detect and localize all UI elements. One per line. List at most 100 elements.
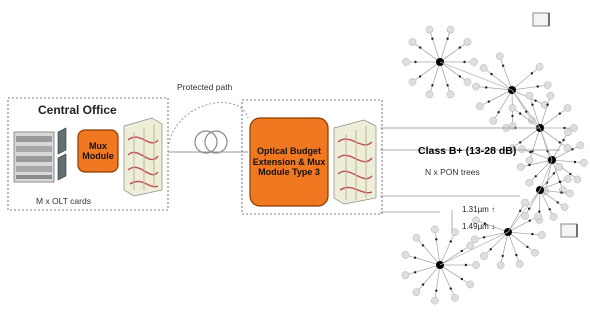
output-fibers	[380, 127, 560, 213]
subscriber-icon	[521, 198, 529, 207]
branch-line	[475, 219, 509, 233]
ont-dot	[418, 75, 422, 78]
subscriber-icon	[525, 91, 534, 100]
branch-line	[405, 264, 441, 276]
ont-dot	[562, 138, 565, 142]
subscriber-icon	[408, 78, 417, 86]
subscriber-icon	[580, 158, 588, 167]
subscriber-icon	[463, 78, 472, 86]
ont-dot	[421, 244, 425, 247]
subscriber-icon	[565, 189, 574, 198]
branch-line	[512, 127, 541, 149]
subscriber-icon	[472, 261, 480, 269]
branch-line	[439, 29, 451, 63]
ont-dot	[558, 180, 562, 184]
extender-label: Optical Budget Extension & Mux Module Ty…	[252, 146, 326, 178]
subscriber-icon	[564, 175, 572, 183]
extender-box	[241, 99, 383, 215]
branch-line	[539, 166, 560, 191]
branch-line	[493, 89, 513, 122]
ont-dot	[501, 64, 505, 67]
mux-module	[77, 129, 119, 173]
protected-path-label: Protected path	[177, 82, 233, 92]
branch-line	[539, 189, 554, 217]
subscriber-icon	[425, 90, 434, 99]
branch-line	[483, 231, 509, 257]
branch-line	[551, 159, 564, 191]
ont-dot	[482, 236, 486, 239]
ont-dot	[449, 287, 452, 290]
branch-line	[439, 41, 468, 63]
subscriber-icon	[549, 212, 558, 221]
branch-line	[520, 159, 553, 168]
branch-line	[434, 229, 441, 266]
subscriber-icon	[451, 228, 459, 237]
branch-line	[439, 232, 456, 266]
subscriber-icon	[543, 81, 552, 89]
subscriber-icon	[431, 225, 439, 234]
ont-dot	[485, 86, 488, 89]
branch-line	[479, 89, 513, 107]
branch-line	[439, 61, 468, 83]
subscriber-icon	[508, 104, 517, 112]
branch-line	[416, 237, 441, 266]
subscriber-icon	[518, 145, 526, 153]
branch-line	[412, 41, 441, 63]
ont-dot	[458, 46, 462, 49]
ont-dot	[548, 208, 551, 211]
branch-line	[507, 231, 542, 236]
subscriber-icon	[576, 141, 585, 150]
subscriber-icon	[525, 156, 534, 165]
ont-dot	[534, 99, 537, 102]
ont-dot	[571, 148, 574, 151]
branch-line	[551, 132, 569, 161]
ont-dot	[489, 248, 492, 251]
ont-dot	[525, 110, 528, 113]
ont-dot	[449, 240, 452, 243]
pon-trees	[401, 25, 588, 305]
ont-dot	[446, 84, 449, 87]
ont-dot	[483, 222, 487, 225]
ont-dot	[538, 210, 541, 213]
ont-dot	[531, 103, 534, 106]
fiber-spool-icon	[194, 130, 228, 154]
subscriber-icon	[534, 212, 543, 221]
ont-dot	[569, 172, 572, 176]
ont-dot	[518, 112, 522, 115]
branch-line	[511, 66, 540, 91]
extender-module	[249, 117, 329, 207]
pon-trees-label: N x PON trees	[425, 167, 480, 177]
branch-line	[439, 245, 471, 266]
subscriber-icon	[563, 104, 572, 112]
branch-line	[429, 29, 441, 63]
ont-dot	[446, 37, 449, 40]
trunk-line	[539, 159, 553, 191]
subscriber-icon	[573, 175, 582, 184]
subscriber-icon	[466, 280, 475, 289]
branch-line	[405, 254, 441, 266]
ont-dot	[573, 160, 577, 164]
ont-dot	[563, 126, 566, 130]
branch-line	[507, 215, 539, 233]
branch-line	[439, 264, 471, 285]
branch-line	[551, 159, 578, 180]
wavelength-up-label: 1.31µm ↑	[462, 205, 496, 214]
branch-line	[551, 144, 581, 161]
ont-dot	[518, 141, 522, 144]
monitor-icon	[532, 12, 550, 27]
branch-line	[544, 159, 553, 192]
branch-line	[539, 95, 551, 129]
subscriber-icon	[496, 261, 505, 270]
branch-line	[529, 127, 541, 161]
ont-dot	[431, 37, 434, 40]
branch-line	[551, 159, 584, 164]
ont-dot	[435, 238, 438, 241]
subscriber-icon	[480, 252, 488, 260]
subscriber-icon	[402, 58, 410, 66]
wavelength-down-label: 1.49µm ↓	[462, 222, 496, 231]
subscriber-icon	[516, 163, 525, 171]
subscriber-icon	[470, 235, 479, 244]
ont-dot	[552, 172, 556, 175]
ont-dot	[558, 112, 562, 115]
branch-line	[511, 84, 548, 91]
